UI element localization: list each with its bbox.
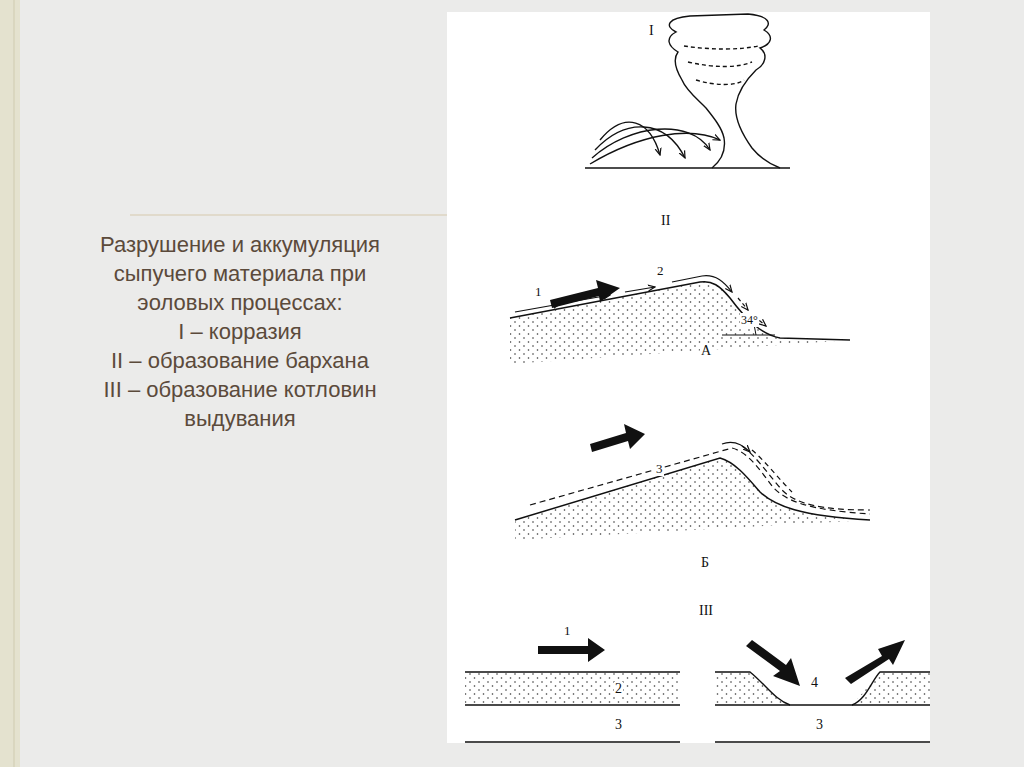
separator — [130, 215, 447, 216]
callout-number: 2 — [614, 682, 623, 696]
callout-number: Б — [700, 556, 710, 570]
legend-line: III – образование котловин выдувания — [70, 375, 410, 433]
mushroom-rock — [585, 14, 790, 168]
dune-b — [515, 424, 870, 540]
figure-panel — [447, 12, 930, 743]
callout-number: 4 — [810, 676, 819, 690]
side-stripe — [0, 0, 20, 767]
legend-line: I – корразия — [70, 317, 410, 346]
callout-number: 34° — [740, 313, 759, 327]
dune-a — [510, 276, 850, 364]
callout-number: II — [660, 214, 671, 228]
callout-number: 3 — [614, 718, 623, 732]
legend-line: II – образование бархана — [70, 346, 410, 375]
stripe-line — [14, 0, 15, 767]
callout-number: 1 — [534, 285, 543, 299]
caption-column: Разрушение и аккумуляция сыпучего матери… — [70, 230, 410, 433]
callout-number: 1 — [563, 624, 572, 638]
slide-title: Разрушение и аккумуляция сыпучего матери… — [70, 230, 410, 317]
callout-number: 3 — [655, 462, 664, 476]
callout-number: А — [700, 344, 712, 358]
callout-number: 3 — [815, 718, 824, 732]
deflation-basin — [465, 638, 930, 742]
callout-number: I — [648, 24, 655, 38]
callout-number: 2 — [656, 264, 665, 278]
callout-number: III — [698, 604, 714, 618]
